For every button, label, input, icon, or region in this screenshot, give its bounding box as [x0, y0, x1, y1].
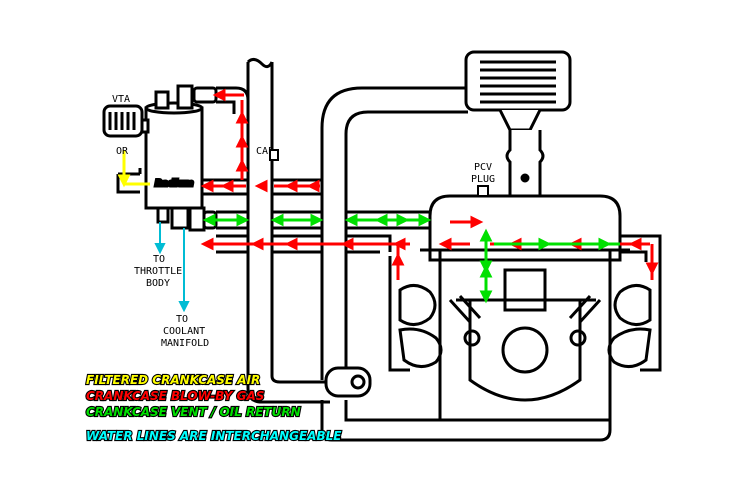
hose-vent-lines — [216, 210, 662, 262]
throttle-throat — [505, 130, 545, 198]
label-plug: PLUG — [471, 174, 495, 185]
intake-tube — [246, 57, 330, 404]
air-filter-box — [464, 50, 572, 132]
catch-can: Radium — [138, 84, 218, 232]
catch-can-brand: Radium — [155, 179, 193, 189]
label-vta: VTA — [112, 94, 130, 105]
label-body: BODY — [146, 278, 170, 289]
legend-vent-return: CRANKCASE VENT / OIL RETURN — [86, 405, 301, 419]
legend: FILTERED CRANKCASE AIR CRANKCASE BLOW-BY… — [85, 372, 343, 444]
throttle-valve — [324, 366, 372, 398]
intake-runner — [320, 86, 468, 380]
legend-blow-by: CRANKCASE BLOW-BY GAS — [86, 389, 264, 403]
filtered-air-arrows — [117, 150, 150, 188]
engine-block — [388, 248, 662, 422]
label-or: OR — [116, 146, 129, 157]
hose-catchcan-to-intake — [116, 168, 322, 196]
hose-top — [216, 86, 250, 114]
label-cap: CAP — [256, 146, 274, 157]
pcv-plug — [477, 185, 489, 197]
label-throttle: THROTTLE — [134, 266, 182, 277]
label-coolant-to: TO — [176, 314, 188, 325]
label-manifold: MANIFOLD — [161, 338, 209, 349]
label-throttle-to: TO — [153, 254, 165, 265]
label-coolant: COOLANT — [163, 326, 205, 337]
oil-return-loop — [320, 400, 612, 442]
legend-water-lines: WATER LINES ARE INTERCHANGEABLE — [86, 429, 342, 443]
legend-filtered-air: FILTERED CRANKCASE AIR — [86, 373, 260, 387]
vent-return-arrows — [202, 213, 620, 304]
label-pcv: PCV — [474, 162, 492, 173]
cap-fitting — [269, 149, 279, 161]
water-lines — [154, 222, 190, 313]
vta-breather-filter — [102, 104, 144, 138]
blow-by-arrows — [200, 88, 659, 280]
